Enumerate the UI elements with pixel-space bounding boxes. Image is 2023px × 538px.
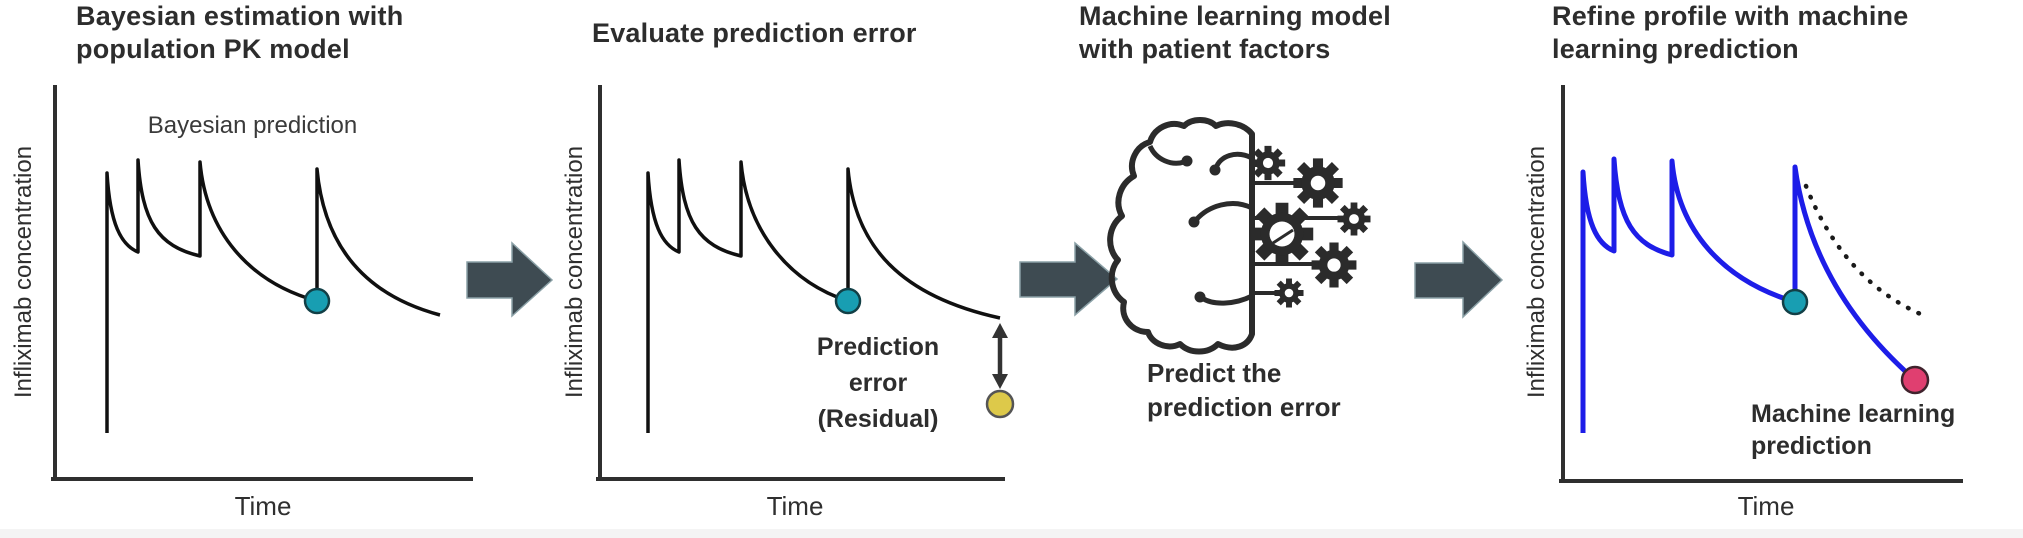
panel3-title: Machine learning model with patient fact… xyxy=(1079,1,1391,64)
brain-outline xyxy=(1107,117,1255,355)
observed-concentration-dot xyxy=(834,287,862,315)
gear-icon xyxy=(1338,203,1371,236)
flow-arrow-3 xyxy=(1414,240,1504,319)
ml-prediction-annotation: Machine learning prediction xyxy=(1751,400,1956,460)
gear-icon xyxy=(1312,243,1357,288)
bayesian-pk-curve xyxy=(105,158,441,433)
observed-concentration-dot xyxy=(1781,288,1809,316)
flow-arrow-1 xyxy=(466,241,554,318)
panel1-y-axis-label: Infliximab concentration xyxy=(10,145,37,399)
axes xyxy=(596,85,1005,481)
panel2-y-axis-label: Infliximab concentration xyxy=(561,145,588,399)
gear-icon xyxy=(1274,278,1303,307)
panel1-title: Bayesian estimation with population PK m… xyxy=(76,1,404,64)
axes xyxy=(1559,85,1963,483)
bottom-strip xyxy=(0,529,2023,538)
flow-arrow-2 xyxy=(1019,241,1119,317)
brain-circuits xyxy=(1147,144,1254,306)
residual-double-arrow xyxy=(992,323,1008,389)
gear-hub-slash xyxy=(1272,228,1294,245)
panel-bayesian-plot xyxy=(51,85,473,481)
refined-pk-curve xyxy=(1580,156,1917,433)
panel4-y-axis-label: Infliximab concentration xyxy=(1523,145,1550,399)
bayesian-prediction-label: Bayesian prediction xyxy=(147,112,358,139)
panel4-title: Refine profile with machine learning pre… xyxy=(1552,1,1909,64)
panel-refined-plot xyxy=(1559,85,1963,483)
bayesian-decay-dotted xyxy=(1803,183,1928,319)
ml-prediction-dot xyxy=(1900,365,1930,395)
panel-prediction-error-plot xyxy=(596,85,1015,481)
observed-concentration-dot xyxy=(303,287,331,315)
panel1-x-axis-label: Time xyxy=(234,491,292,521)
panel2-x-axis-label: Time xyxy=(766,491,824,521)
circuit-nodes xyxy=(1181,155,1221,303)
predict-error-caption: Predict the prediction error xyxy=(1147,358,1341,422)
panel2-title: Evaluate prediction error xyxy=(592,18,917,48)
brain-gears-icon xyxy=(1107,117,1371,355)
axes xyxy=(51,85,473,481)
gear-icon xyxy=(1293,158,1342,207)
residual-observation-dot xyxy=(985,389,1015,419)
panel4-x-axis-label: Time xyxy=(1737,491,1795,521)
prediction-error-annotation: Prediction error (Residual) xyxy=(816,333,940,433)
gear-icon xyxy=(1251,146,1285,180)
bayesian-pk-curve xyxy=(646,158,1001,433)
